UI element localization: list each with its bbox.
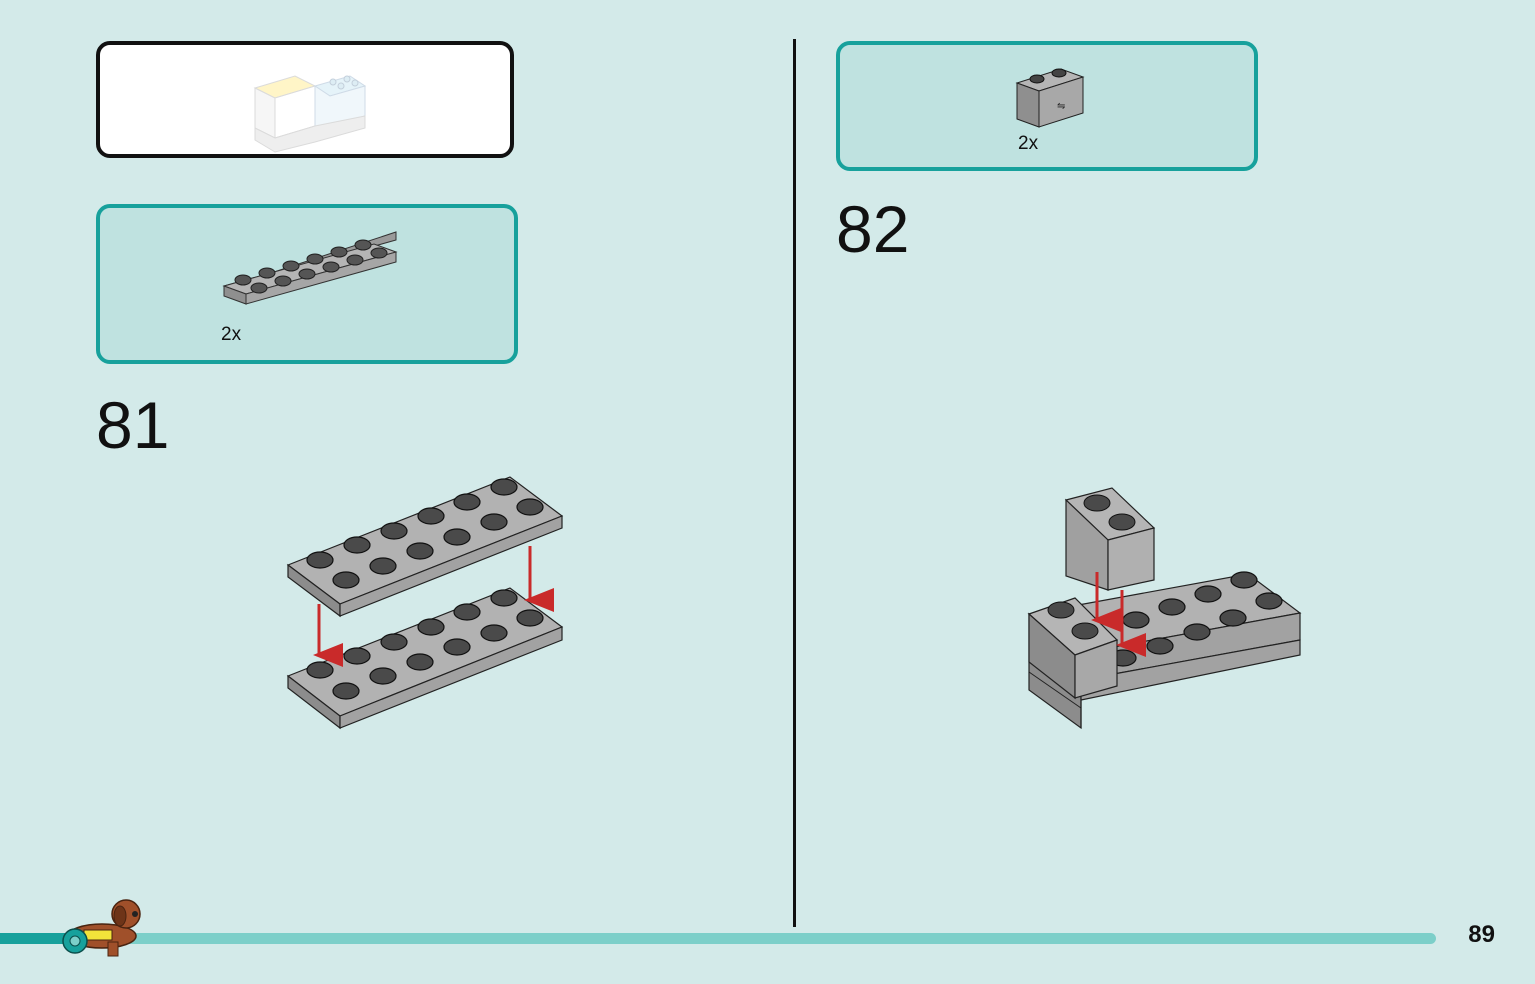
progress-bar-fill: [0, 933, 75, 944]
step-number-82: 82: [836, 192, 910, 266]
progress-bar-track: [0, 933, 1436, 944]
step-81-parts-box: 2x: [96, 204, 518, 364]
assembly-arrow: [313, 546, 554, 667]
brick-placed: [1027, 597, 1119, 700]
svg-text:⇋: ⇋: [1057, 101, 1065, 112]
step-82-parts-box: ⇋ 2x: [836, 41, 1258, 171]
page-divider: [793, 39, 796, 927]
brick-new: [1064, 487, 1156, 591]
dog-mascot-icon: [62, 899, 141, 957]
assembly-arrow: [1091, 572, 1146, 657]
completed-model-preview-icon: [253, 75, 367, 153]
plate-upper: [286, 476, 564, 618]
part-quantity: 2x: [221, 324, 242, 345]
page-number: 89: [1468, 921, 1495, 948]
model-preview-box: [96, 41, 514, 158]
brick-1x2-icon: ⇋: [1015, 68, 1085, 128]
plate-lower: [286, 587, 564, 730]
part-quantity: 2x: [1018, 133, 1039, 154]
plate-2x6-icon: [222, 231, 398, 305]
step-number-81: 81: [96, 388, 170, 462]
